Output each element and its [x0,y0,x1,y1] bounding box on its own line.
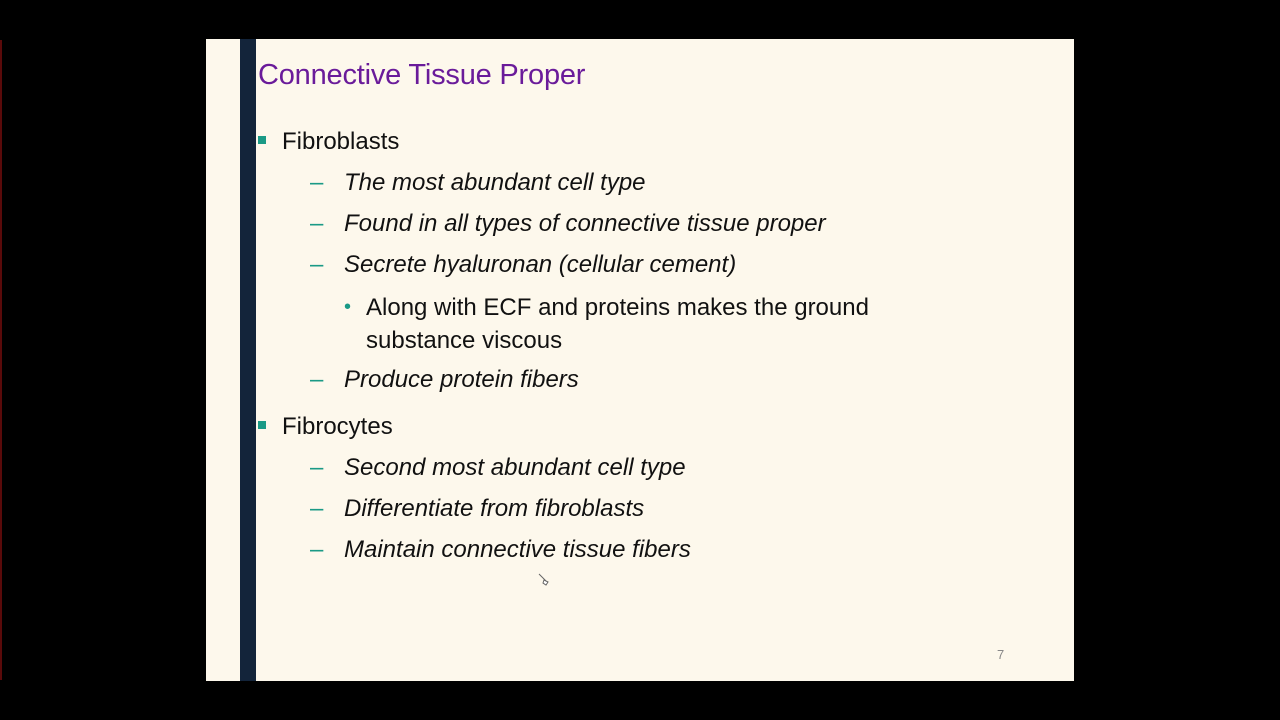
dash-bullet-icon: – [310,251,324,278]
sub-list-item: • Along with ECF and proteins makes the … [344,291,944,357]
screen-edge [0,40,2,680]
square-bullet-icon [258,420,266,429]
dash-bullet-icon: – [310,536,324,563]
list-item: –Secrete hyaluronan (cellular cement) [310,251,737,278]
list-item: –Produce protein fibers [310,366,579,393]
dot-bullet-icon: • [344,296,352,318]
square-bullet-icon [258,135,266,144]
bullet-fibrocytes: Fibrocytes [258,413,393,441]
list-item: –Maintain connective tissue fibers [310,536,691,563]
page-number: 7 [997,647,1005,662]
dash-bullet-icon: – [310,169,324,196]
list-item: –Found in all types of connective tissue… [310,210,826,237]
list-item: –Differentiate from fibroblasts [310,495,645,522]
slide: Connective Tissue Proper Fibroblasts –Th… [206,39,1074,681]
bullet-fibroblasts: Fibroblasts [258,128,399,156]
mouse-cursor-icon [538,573,549,586]
list-item: –The most abundant cell type [310,169,646,196]
dash-bullet-icon: – [310,454,324,481]
slide-title: Connective Tissue Proper [258,59,586,91]
dash-bullet-icon: – [310,495,324,522]
slide-accent-bar [240,39,256,681]
list-item: –Second most abundant cell type [310,454,686,481]
dash-bullet-icon: – [310,210,324,237]
dash-bullet-icon: – [310,366,324,393]
